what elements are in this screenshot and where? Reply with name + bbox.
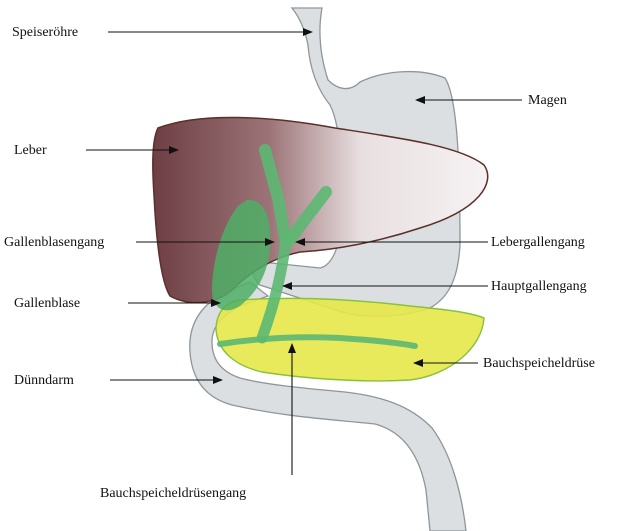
label-gallenblasengang: Gallenblasengang — [4, 235, 104, 250]
label-bauchspeicheldruese: Bauchspeicheldrüse — [483, 356, 595, 371]
label-bauchspeicheldruesengang: Bauchspeicheldrüsengang — [100, 486, 246, 501]
label-lebergallengang: Lebergallengang — [491, 235, 585, 250]
labels: Speiseröhre Magen Leber Gallenblasengang… — [4, 25, 595, 501]
label-speiseroehre: Speiseröhre — [12, 25, 78, 40]
label-duenndarm: Dünndarm — [14, 373, 74, 388]
label-magen: Magen — [528, 93, 567, 108]
label-leber: Leber — [14, 143, 47, 158]
label-hauptgallengang: Hauptgallengang — [491, 279, 587, 294]
label-gallenblase: Gallenblase — [14, 296, 80, 311]
